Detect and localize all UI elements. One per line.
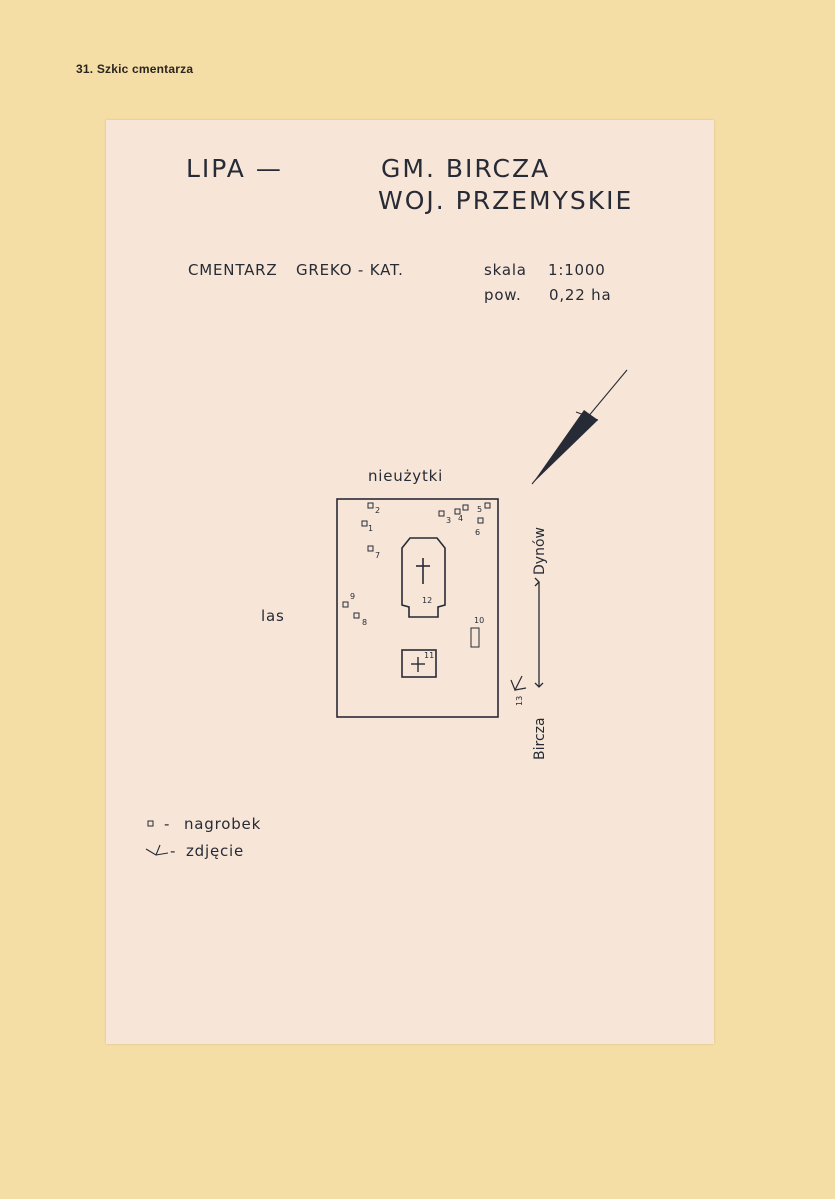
sketch-sheet: LIPA — GM. BIRCZA WOJ. PRZEMYSKIE CMENTA…	[106, 120, 714, 1044]
cross-icon	[411, 657, 425, 672]
cemetery-type: CMENTARZ	[188, 261, 278, 279]
legend-photo-icon	[145, 844, 169, 856]
north-label: nieużytki	[368, 467, 444, 485]
grave-marker-9	[342, 601, 349, 608]
voivodeship-name: WOJ. PRZEMYSKIE	[378, 186, 634, 215]
grave-label-10: 10	[474, 616, 484, 625]
grave-marker-7	[367, 545, 374, 552]
scale-label: skala	[484, 261, 527, 279]
grave-marker-4b	[462, 504, 469, 511]
grave-label-7: 7	[375, 551, 380, 560]
grave-label-6: 6	[475, 528, 480, 537]
area-value: 0,22 ha	[549, 286, 612, 304]
legend-photo-label: zdjęcie	[186, 842, 245, 860]
legend-grave-label: nagrobek	[184, 815, 262, 833]
chapel-outline	[401, 537, 446, 618]
grave-label-5: 5	[477, 505, 482, 514]
grave-marker-2	[367, 502, 374, 509]
photo-mark-number: 13	[515, 696, 524, 706]
grave-marker-4a	[454, 508, 461, 515]
scale-value: 1:1000	[548, 261, 606, 279]
grave-label-8: 8	[362, 618, 367, 627]
page-caption: 31. Szkic cmentarza	[76, 62, 194, 76]
grave-label-3: 3	[446, 516, 451, 525]
chapel-number: 12	[422, 596, 432, 605]
legend-grave-icon	[147, 820, 154, 827]
commune-name: GM. BIRCZA	[381, 154, 551, 183]
grave-marker-5	[484, 502, 491, 509]
grave-label-2: 2	[375, 506, 380, 515]
road-arrow	[534, 577, 544, 688]
cemetery-plan-drawing: 2 1 7 9 8 3 4 5 6 10 12 11	[145, 369, 628, 856]
cross-box	[401, 649, 437, 678]
cross-number: 11	[424, 651, 434, 660]
cemetery-boundary	[336, 498, 499, 718]
grave-marker-3	[438, 510, 445, 517]
area-label: pow.	[484, 286, 522, 304]
chapel-cross-icon	[416, 558, 430, 584]
place-name: LIPA —	[186, 154, 283, 183]
legend-separator-grave: -	[164, 815, 171, 833]
grave-marker-10	[470, 627, 480, 648]
north-arrow-icon	[531, 369, 628, 485]
road-north-label: Dynów	[532, 527, 548, 575]
photo-mark-icon	[510, 675, 527, 692]
denomination: GREKO - KAT.	[296, 261, 404, 279]
road-south-label: Bircza	[532, 717, 548, 760]
grave-marker-1	[361, 520, 368, 527]
grave-marker-8	[353, 612, 360, 619]
legend-separator-photo: -	[170, 842, 177, 860]
grave-marker-6	[477, 517, 484, 524]
grave-label-1: 1	[368, 524, 373, 533]
grave-label-9: 9	[350, 592, 355, 601]
grave-label-4: 4	[458, 514, 463, 523]
west-label: las	[261, 607, 285, 625]
